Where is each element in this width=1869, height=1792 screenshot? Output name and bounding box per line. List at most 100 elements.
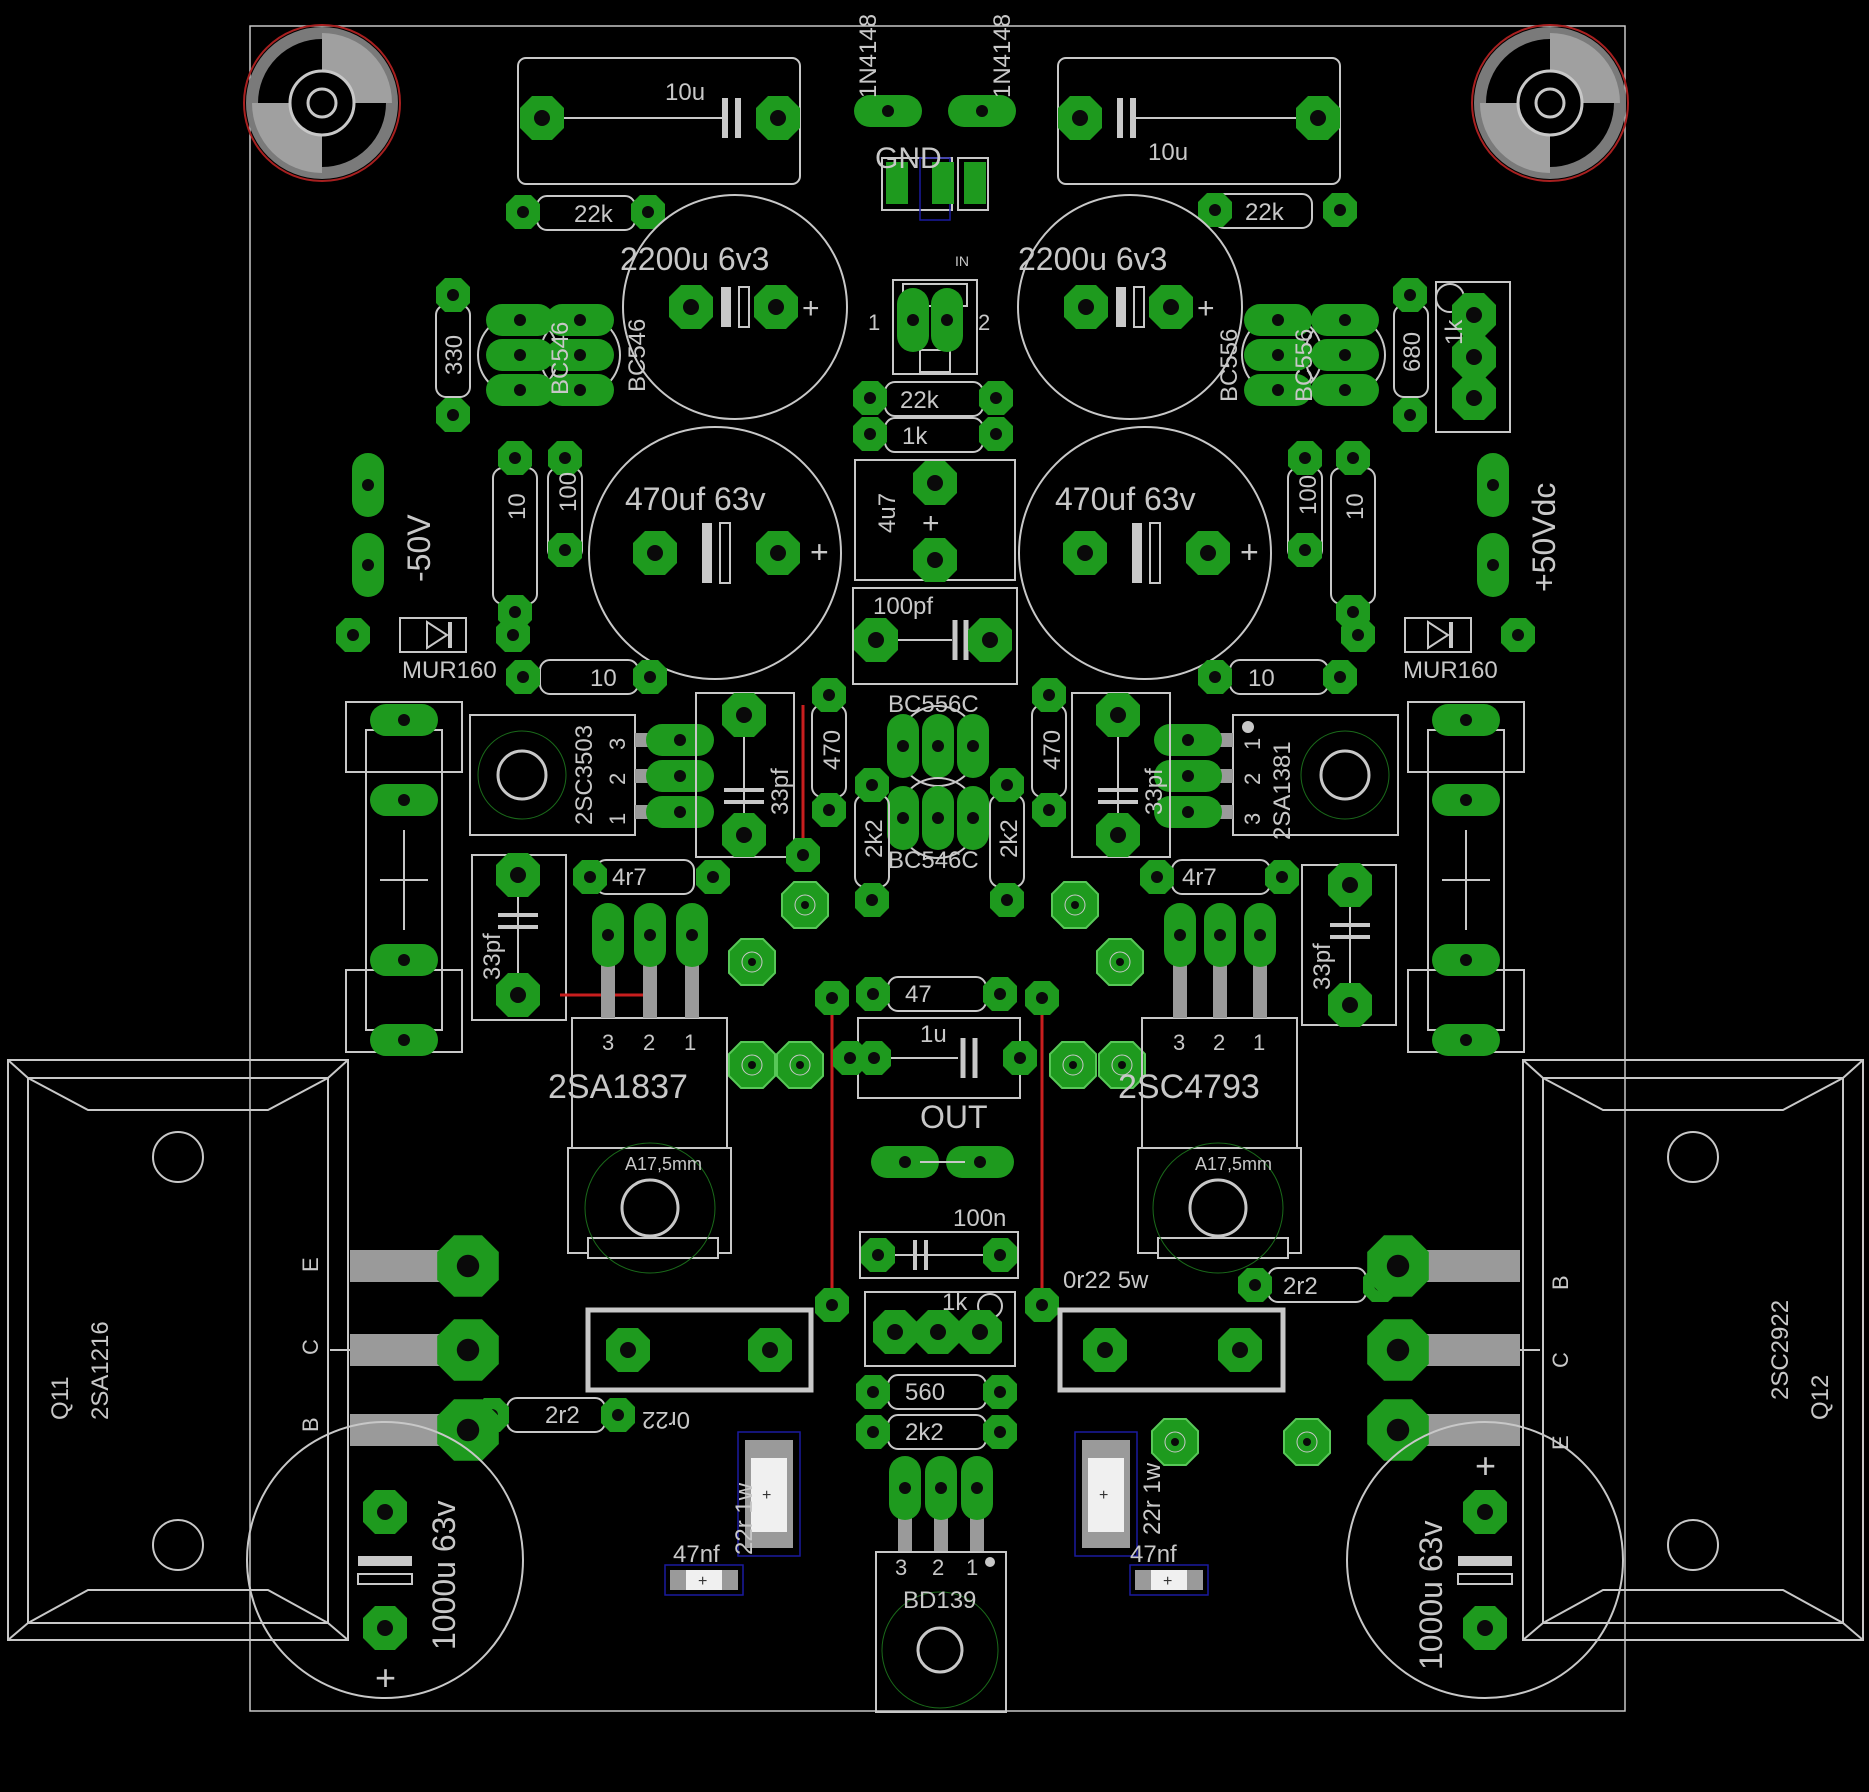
q12-leads [1367,1235,1520,1461]
2sa1381-label: 2SA1381 [1269,741,1296,840]
cap-33pf-upper-right: 33pf [1071,692,1171,858]
2sa1381-pin3: 3 [1240,813,1265,825]
q11-leads [350,1235,499,1461]
smd-22r-left-plus: + [762,1487,771,1504]
bd139-pin3: 3 [895,1555,907,1580]
resistor-10-hl-label: 10 [590,665,617,692]
cap-1000u-left-label: 1000u 63v [426,1501,462,1650]
cap-100n-label: 100n [953,1205,1006,1232]
resistor-2k2-center-label: 2k2 [905,1419,944,1446]
resistor-100-right: 100 [1287,441,1323,567]
cap-1000u-right: 1000u 63v + [1346,1421,1624,1699]
via-2 [728,938,776,986]
bc556c-label: BC556C [888,691,979,718]
cap-33pf-lower-right: 33pf [1301,863,1397,1027]
resistor-560-label: 560 [905,1379,945,1406]
q12-pin-b: B [1548,1275,1573,1290]
cap-470uf-right: 470uf 63v + [1018,426,1272,680]
2sa1837-label: 2SA1837 [548,1068,688,1106]
2sc3503-label: 2SC3503 [571,725,598,825]
transistor-bc556c: BC556C [887,691,989,787]
resistor-100-right-label: 100 [1295,475,1322,515]
resistor-2r2-right-label: 2r2 [1283,1273,1318,1300]
q11-pin-c: C [298,1339,323,1355]
resistor-4r7-right: 4r7 [1140,859,1299,895]
cap-470uf-right-label: 470uf 63v [1055,481,1196,517]
2sa1837-hs-note: A17,5mm [625,1154,702,1174]
resistor-2r2-left: 2r2 0r22 [475,1397,690,1433]
cap-2200u-left: 2200u 6v3 + [620,194,848,420]
diode-1n4148-pair: 1N4148 1N4148 GND [854,14,1016,221]
cap-100pf-label: 100pf [873,593,933,620]
smd-22r-right-plus: + [1099,1487,1108,1504]
2sa1837-pin3: 3 [602,1030,614,1055]
cap-470uf-left-plus: + [810,534,829,570]
transistor-2sa1837: A17,5mm 3 2 1 2SA1837 [548,903,732,1274]
trimmer-1k-center-label: 1k [942,1289,968,1316]
cap-4u7-label: 4u7 [874,493,901,533]
2sc4793-hs-note: A17,5mm [1195,1154,1272,1174]
2sc3503-pin2: 2 [605,773,630,785]
cap-10u-left: 10u [517,57,801,185]
cap-4u7-plus: + [922,507,940,540]
supply-neg-label: -50V [401,514,437,582]
resistor-10-vertical-right: 10 [1330,441,1376,629]
cap-10u-right: 10u [1057,57,1341,185]
resistor-100-left-label: 100 [555,472,582,512]
cap-33pf-upper-left: 33pf [695,692,795,858]
cap-10u-right-label: 10u [1148,139,1188,166]
resistor-470-left: 470 [811,678,847,827]
mounting-hole-right [1471,24,1629,182]
cap-2200u-right: 2200u 6v3 + [1017,194,1243,420]
resistor-0r22-left [585,1307,814,1393]
bc546c-label: BC546C [888,847,979,874]
resistor-680-label: 680 [1399,332,1426,372]
cap-100pf: 100pf [852,587,1018,685]
diode-mur160-right: MUR160 [1341,617,1535,684]
resistor-22k-center: 22k [853,381,1013,417]
transistor-2sa1381: 2SA1381 1 2 3 [1154,714,1399,840]
q11-part-label: 2SA1216 [87,1321,114,1420]
cap-33pf-upper-right-label: 33pf [1141,768,1168,815]
q12-pin-c: C [1548,1352,1573,1368]
resistor-10-hr-label: 10 [1248,665,1275,692]
cap-33pf-lower-right-label: 33pf [1309,943,1336,990]
diode-1n4148-right-label: 1N4148 [989,14,1016,98]
2sa1837-pin2: 2 [643,1030,655,1055]
q12-pin-e: E [1548,1435,1573,1450]
output-label: OUT [920,1099,988,1135]
resistor-10-horizontal-left: 10 [506,659,667,695]
2sa1381-pin1: 1 [1240,738,1265,750]
cap-33pf-lower-left: 33pf [471,853,567,1021]
gnd-label: GND [875,142,942,175]
resistor-2k2-right-label: 2k2 [996,819,1023,858]
resistor-4r7-left: 4r7 [573,859,730,895]
smd-22r-left-label: 22r 1w [731,1482,758,1555]
via-3 [1051,881,1099,929]
2sc4793-pin3: 3 [1173,1030,1185,1055]
resistor-4r7-left-label: 4r7 [612,864,647,891]
resistor-2r2-right: 2r2 [1238,1267,1397,1303]
2sc4793-label: 2SC4793 [1118,1068,1260,1106]
q11-pin-e: E [298,1257,323,1272]
smd-47nf-left-label: 47nf [673,1541,720,1568]
resistor-47: 47 [856,976,1017,1012]
cap-1000u-right-plus: + [1475,1445,1496,1486]
resistor-10-vertical-left: 10 [492,441,538,629]
resistor-2k2-left: 2k2 [854,768,890,917]
bc556-a-label: BC556 [1216,329,1243,402]
2sc4793-pin2: 2 [1213,1030,1225,1055]
2sc3503-pin3: 3 [605,738,630,750]
supply-pos: +50Vdc [1477,453,1562,597]
resistor-2k2-center: 2k2 [856,1414,1017,1450]
resistor-0r22-right [1057,1307,1286,1393]
via-10 [1283,1418,1331,1466]
transistor-bc556-pair: BC556 BC556 [1216,304,1386,406]
via-7 [1049,1041,1097,1089]
resistor-1k-center-label: 1k [902,423,928,450]
diode-1n4148-left-label: 1N4148 [855,14,882,98]
transistor-bc546-pair: BC546 BC546 [477,304,651,406]
trimmer-1k-top: 1k [1435,281,1511,433]
smd-47nf-right-label: 47nf [1130,1541,1177,1568]
